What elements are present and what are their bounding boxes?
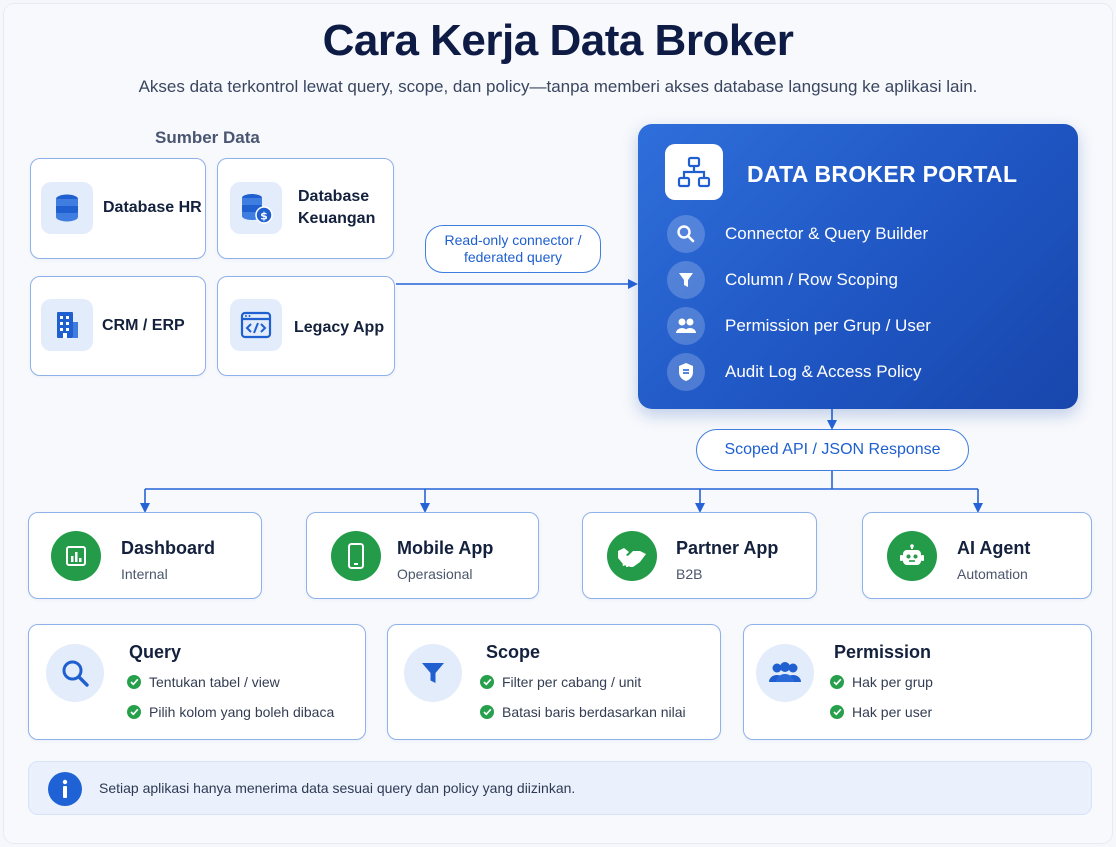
check-icon [830,705,844,719]
capability-item-text: Tentukan tabel / view [149,674,280,690]
portal-feature-label: Audit Log & Access Policy [725,362,922,381]
capability-item-text: Filter per cabang / unit [502,674,642,690]
consumer-card-mobile-app: Mobile App Operasional [306,512,539,599]
capability-item-text: Hak per grup [852,674,933,690]
filter-icon [404,644,462,702]
consumer-card-partner-app: Partner App B2B [582,512,817,599]
capability-item: Hak per user [830,704,932,720]
svg-text:$: $ [260,210,268,223]
capability-item-text: Batasi baris berdasarkan nilai [502,704,686,720]
search-icon [667,215,705,253]
phone-icon [331,531,381,581]
capability-title: Scope [486,642,541,662]
hierarchy-icon [665,144,723,200]
info-icon [48,772,82,806]
source-label: CRM / ERP [102,317,185,334]
consumer-subtitle: Internal [121,566,168,582]
source-label: Database HR [103,199,202,216]
capability-item: Tentukan tabel / view [127,674,280,690]
consumer-subtitle: Automation [957,566,1028,582]
capability-item: Batasi baris berdasarkan nilai [480,704,686,720]
users-icon [756,644,814,702]
check-icon [480,675,494,689]
sources-label: Sumber Data [155,128,260,147]
consumer-title: Partner App [676,538,779,558]
consumer-title: Dashboard [121,538,216,558]
source-card-crm-erp: CRM / ERP [30,276,206,376]
capability-card-permission: Permission Hak per grup Hak per user [743,624,1092,740]
api-response-label: Scoped API / JSON Response [696,429,969,471]
page-title: Cara Kerja Data Broker [322,16,794,65]
portal-title: DATA BROKER PORTAL [747,161,1018,187]
portal-feature-label: Connector & Query Builder [725,224,929,243]
consumer-card-dashboard: Dashboard Internal [28,512,262,599]
search-icon [46,644,104,702]
connector-label-line1: Read-only connector / [444,232,582,248]
source-label-line1: Database [298,188,370,205]
source-card-database-hr: Database HR [30,158,206,259]
portal-feature-label: Permission per Grup / User [725,316,931,335]
shield-icon [667,353,705,391]
capability-item: Filter per cabang / unit [480,674,641,690]
source-label: Legacy App [294,319,385,336]
users-icon [667,307,705,345]
filter-icon [667,261,705,299]
source-label: Database Keuangan [298,186,375,230]
info-note: Setiap aplikasi hanya menerima data sesu… [28,761,1092,815]
page-subtitle: Akses data terkontrol lewat query, scope… [138,77,978,96]
capability-card-scope: Scope Filter per cabang / unit Batasi ba… [387,624,721,740]
check-icon [830,675,844,689]
chart-icon [51,531,101,581]
info-note-text: Setiap aplikasi hanya menerima data sesu… [99,780,576,796]
consumer-title: Mobile App [397,538,494,558]
database-icon [41,182,93,234]
source-card-database-keuangan: $ Database Keuangan [217,158,394,259]
consumer-card-ai-agent: AI Agent Automation [862,512,1092,599]
source-card-legacy-app: Legacy App [217,276,395,376]
capability-title: Permission [834,642,932,662]
capability-item: Hak per grup [830,674,933,690]
consumer-subtitle: B2B [676,566,703,582]
check-icon [127,675,141,689]
database-dollar-icon: $ [230,182,282,234]
connector-label: Read-only connector / federated query [425,225,601,273]
consumer-subtitle: Operasional [397,566,473,582]
building-icon [41,299,93,351]
capability-item: Pilih kolom yang boleh dibaca [127,704,334,720]
connector-label-line2: federated query [463,249,563,265]
capability-item-text: Hak per user [852,704,933,720]
check-icon [127,705,141,719]
robot-icon [887,531,937,581]
capability-item-text: Pilih kolom yang boleh dibaca [149,704,335,720]
code-window-icon [230,299,282,351]
handshake-icon [607,531,657,581]
capability-card-query: Query Tentukan tabel / view Pilih kolom … [28,624,366,740]
source-label-line2: Keuangan [298,210,376,227]
data-broker-portal: DATA BROKER PORTAL Connector & Query Bui… [638,124,1078,409]
consumer-title: AI Agent [957,538,1031,558]
capability-title: Query [129,642,182,662]
portal-feature-label: Column / Row Scoping [725,270,898,289]
check-icon [480,705,494,719]
